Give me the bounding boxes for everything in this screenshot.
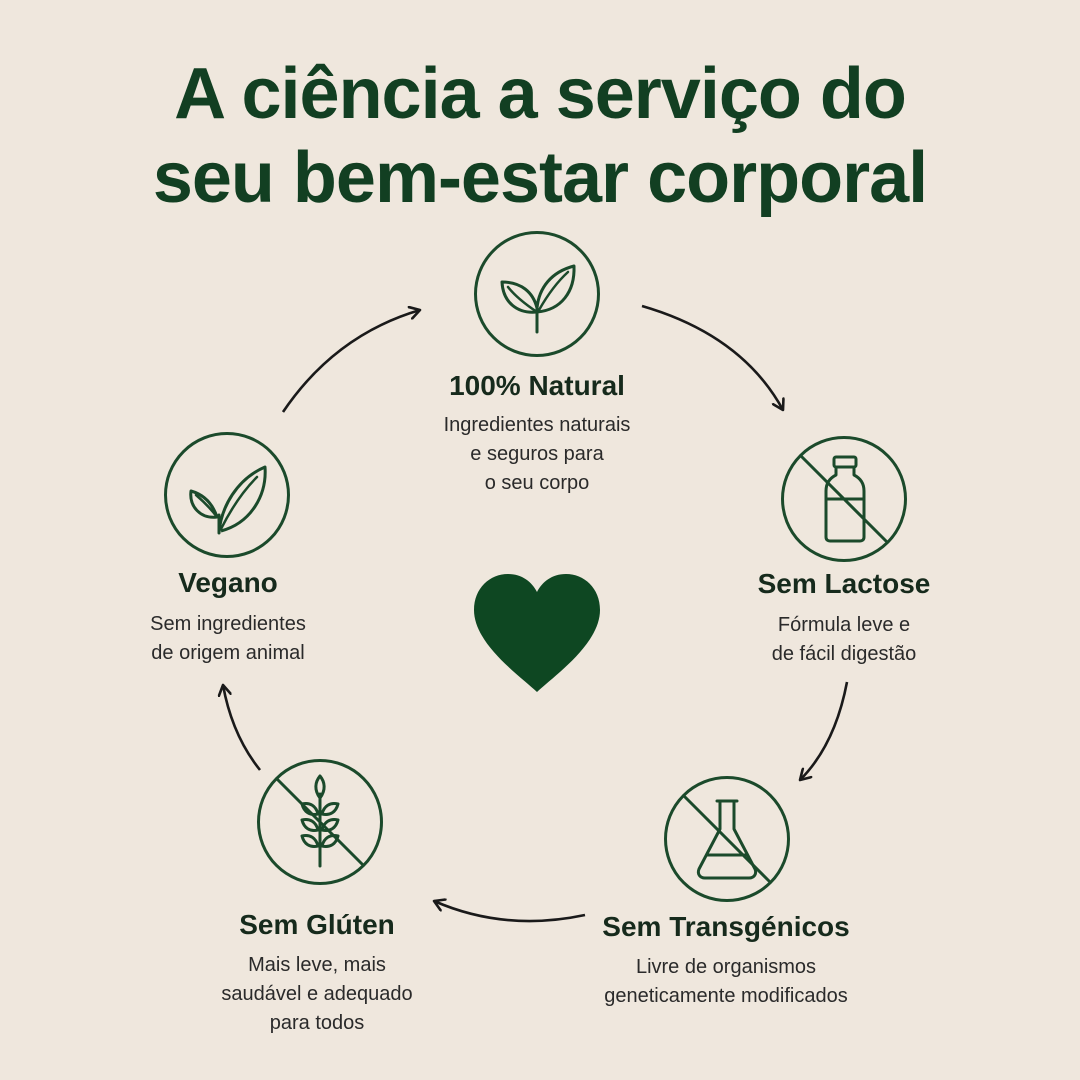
arrow-natural-to-lactose [641,304,783,410]
vegano-title: Vegano [178,567,278,598]
vegano-desc-line: Sem ingredientes [150,613,306,635]
title-line-2: seu bem-estar corporal [152,138,928,218]
transgenicos-desc-line: Livre de organismos [635,956,817,978]
no-milk-bottle-icon [781,436,907,562]
lactose-description: Fórmula leve e de fácil digestão [694,611,994,669]
natural-desc-line: o seu corpo [484,472,590,494]
vegano-desc-line: de origem animal [151,642,305,664]
transgenicos-title: Sem Transgénicos [602,911,850,942]
no-wheat-icon [257,759,383,885]
gluten-description: Mais leve, mais saudável e adequado para… [167,951,467,1038]
arrow-vegano-to-natural [281,310,420,413]
natural-desc-line: e seguros para [470,443,604,465]
natural-title: 100% Natural [449,370,625,401]
arrow-transgenicos-to-gluten [434,901,586,923]
transgenicos-description: Livre de organismos geneticamente modifi… [576,953,876,1011]
leaves-icon [164,432,290,558]
arrow-gluten-to-vegano [223,685,262,771]
transgenicos-desc-line: geneticamente modificados [604,985,848,1007]
title-line-1: A ciência a serviço do [174,54,907,134]
natural-desc-line: Ingredientes naturais [443,414,631,436]
natural-description: Ingredientes naturais e seguros para o s… [387,411,687,498]
lactose-desc-line: de fácil digestão [771,643,917,665]
page-title: A ciência a serviço do seu bem-estar cor… [0,52,1080,220]
vegano-description: Sem ingredientes de origem animal [78,610,378,668]
gluten-desc-line: Mais leve, mais [248,954,386,976]
arrow-lactose-to-transgenicos [800,681,849,780]
gluten-title: Sem Glúten [239,909,395,940]
lactose-desc-line: Fórmula leve e [777,614,911,636]
gluten-desc-line: saudável e adequado [221,983,413,1005]
leaf-sprout-icon [474,231,600,357]
lactose-title: Sem Lactose [757,568,931,599]
no-flask-icon [664,776,790,902]
heart-icon [474,574,600,692]
gluten-desc-line: para todos [269,1012,365,1034]
